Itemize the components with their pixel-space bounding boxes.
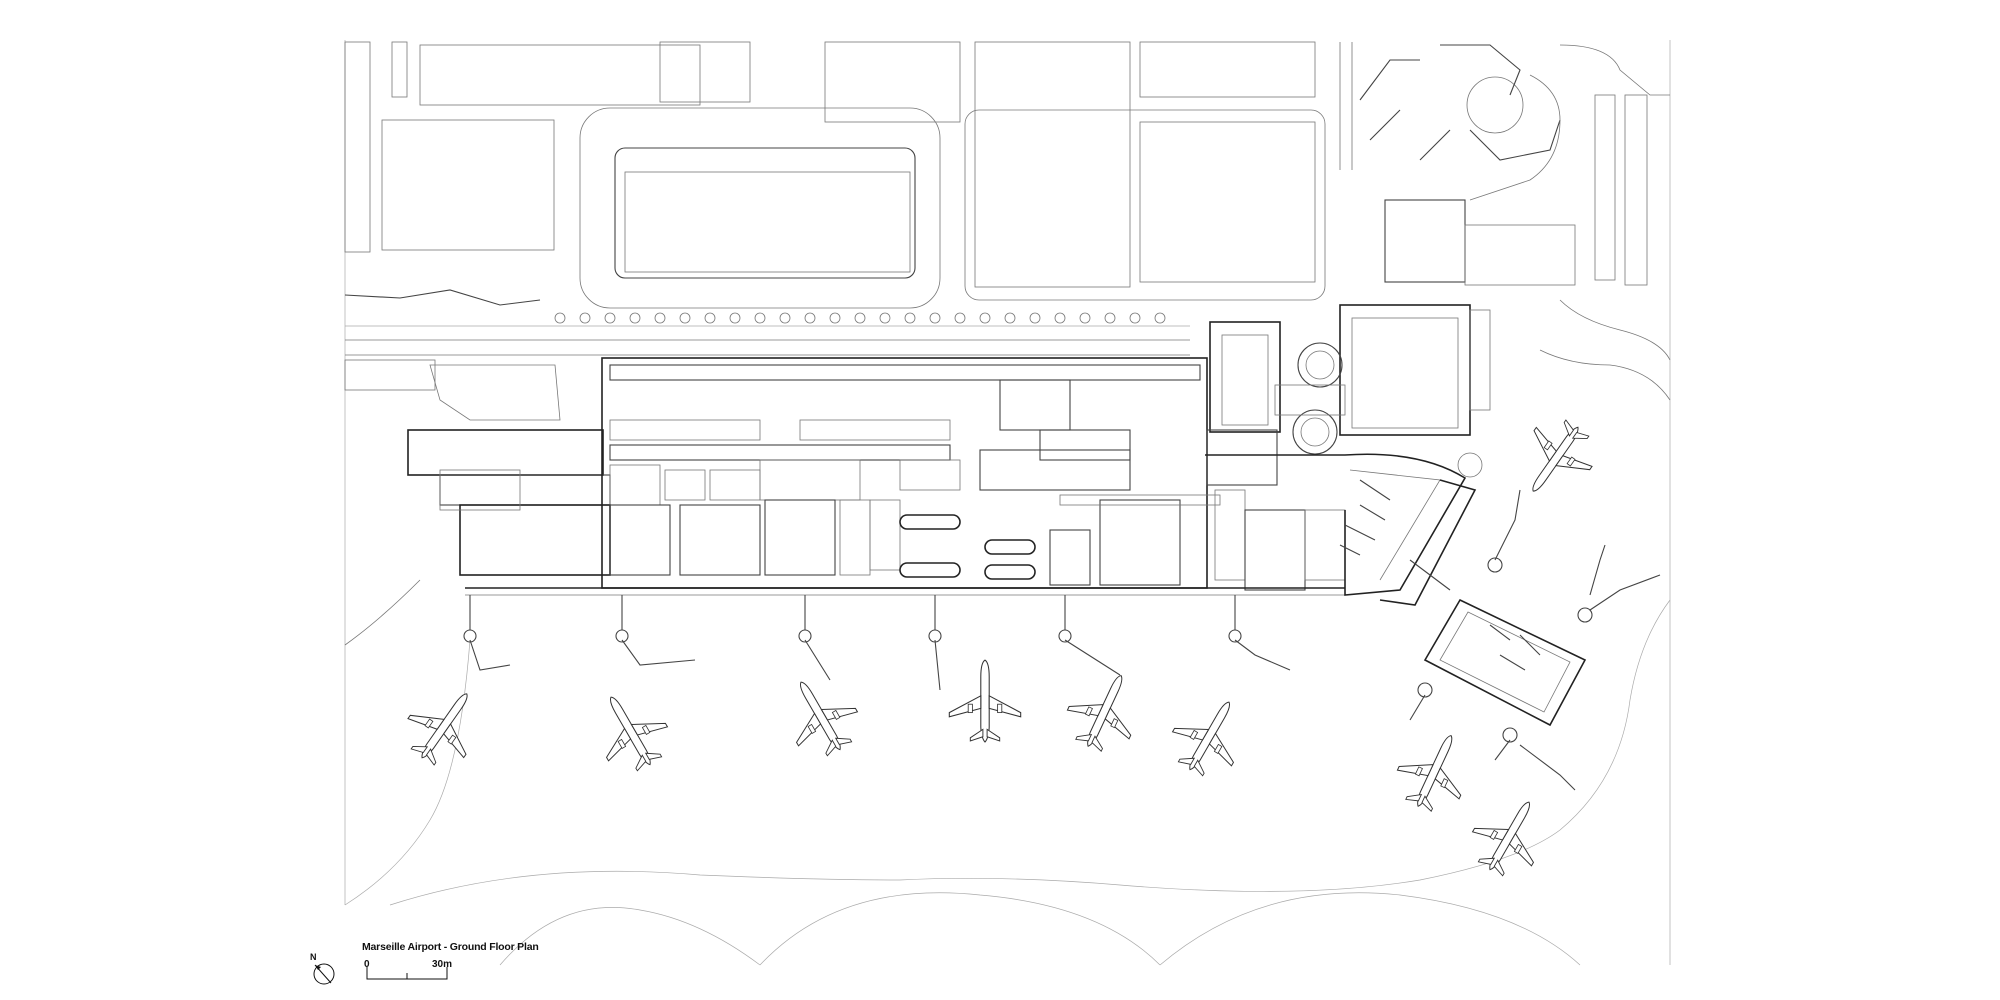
scale-bar: [366, 967, 448, 980]
parking-area: [344, 41, 1670, 356]
north-arrow-icon: [313, 963, 335, 985]
apron: [344, 299, 1671, 966]
drawing-title-block: Marseille Airport - Ground Floor Plan: [362, 941, 539, 953]
terminal-building: [344, 357, 1346, 596]
drawing-title: Marseille Airport - Ground Floor Plan: [362, 941, 539, 953]
scale-bar-end-label: 30m: [432, 959, 453, 970]
east-pier: [1205, 453, 1587, 727]
north-label: N: [310, 952, 317, 962]
airplane-icon: [393, 407, 1607, 888]
car-park-building: [1209, 304, 1491, 478]
scale-bar-start-label: 0: [364, 959, 370, 970]
drawing-frame: [344, 40, 1671, 965]
jet-bridges: [463, 489, 1661, 791]
